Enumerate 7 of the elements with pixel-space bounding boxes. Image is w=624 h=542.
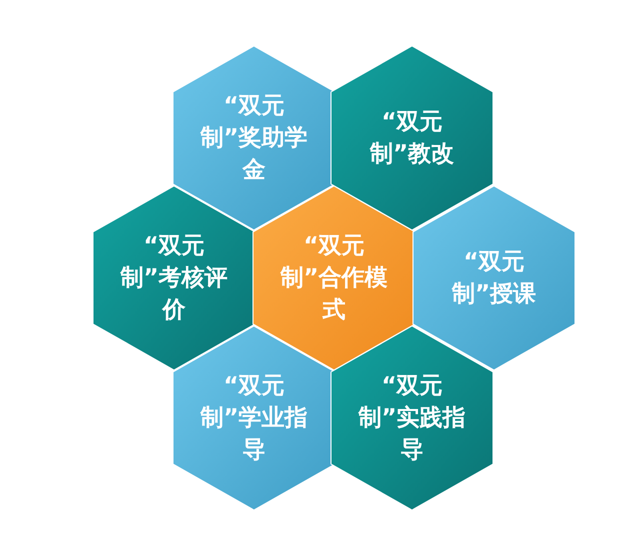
tile-label: “双元制”实践指导 — [357, 372, 467, 465]
tile-label: “双元制”考核评价 — [119, 232, 229, 325]
tile-label: “双元制”学业指导 — [199, 372, 309, 465]
tile-label: “双元制”合作模式 — [279, 232, 389, 325]
tile-label: “双元制”奖助学金 — [199, 92, 309, 185]
tile-label: “双元制”教改 — [368, 108, 456, 169]
tile-label: “双元制”授课 — [450, 248, 538, 309]
